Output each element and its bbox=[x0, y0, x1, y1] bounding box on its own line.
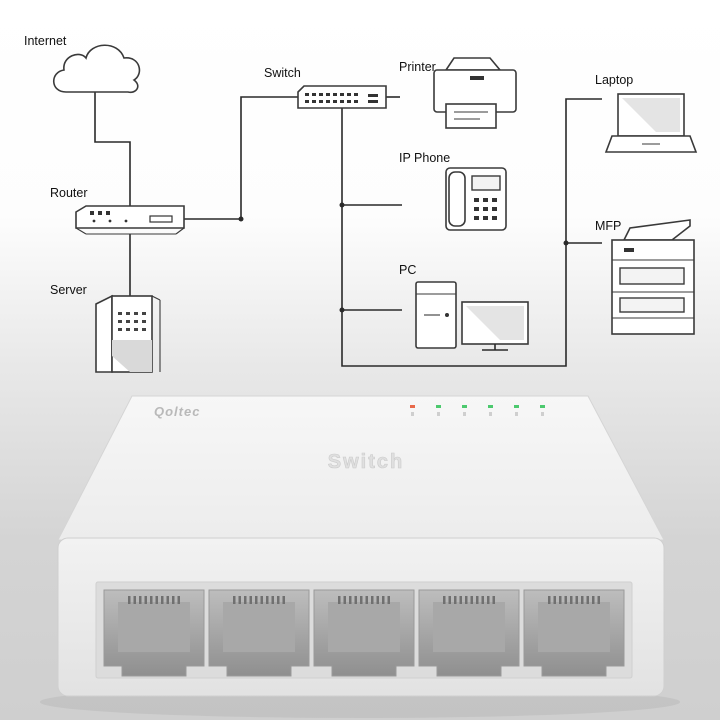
label-router: Router bbox=[50, 186, 88, 200]
junction-dot bbox=[238, 216, 244, 222]
cloud-icon bbox=[52, 44, 141, 94]
line-router-switch bbox=[184, 96, 298, 220]
ip-phone-icon bbox=[445, 167, 507, 231]
status-led bbox=[462, 405, 467, 408]
label-pc: PC bbox=[399, 263, 416, 277]
ethernet-port[interactable] bbox=[523, 589, 625, 677]
label-server: Server bbox=[50, 283, 87, 297]
status-led bbox=[514, 405, 519, 408]
label-ip-phone: IP Phone bbox=[399, 151, 450, 165]
status-led bbox=[488, 405, 493, 408]
label-switch: Switch bbox=[264, 66, 301, 80]
ethernet-port[interactable] bbox=[313, 589, 415, 677]
ethernet-port[interactable] bbox=[103, 589, 205, 677]
switch-icon bbox=[297, 85, 387, 109]
led-marker bbox=[437, 412, 440, 416]
led-marker bbox=[515, 412, 518, 416]
switch-device-label: Switch bbox=[328, 451, 404, 473]
label-printer: Printer bbox=[399, 60, 436, 74]
junction-dot bbox=[563, 240, 569, 246]
led-marker bbox=[489, 412, 492, 416]
line-switch-bus bbox=[341, 98, 602, 367]
status-leds bbox=[410, 405, 545, 416]
led-marker bbox=[541, 412, 544, 416]
status-led bbox=[436, 405, 441, 408]
switch-device-photo: Qoltec Switch bbox=[40, 395, 680, 718]
ethernet-ports bbox=[103, 589, 625, 677]
mfp-icon bbox=[611, 219, 695, 335]
printer-icon bbox=[433, 57, 517, 129]
label-mfp: MFP bbox=[595, 219, 621, 233]
server-icon bbox=[95, 294, 161, 373]
led-marker bbox=[463, 412, 466, 416]
junction-dot bbox=[339, 202, 345, 208]
led-marker bbox=[411, 412, 414, 416]
laptop-icon bbox=[604, 93, 698, 153]
ethernet-port[interactable] bbox=[418, 589, 520, 677]
line-internet-router bbox=[94, 92, 131, 210]
label-internet: Internet bbox=[24, 34, 67, 48]
status-led bbox=[540, 405, 545, 408]
label-laptop: Laptop bbox=[595, 73, 633, 87]
router-icon bbox=[75, 205, 185, 235]
pc-icon bbox=[415, 281, 529, 351]
brand-logo: Qoltec bbox=[154, 404, 200, 419]
junction-dot bbox=[339, 307, 345, 313]
connection-lines bbox=[94, 92, 602, 367]
status-led bbox=[410, 405, 415, 408]
ethernet-port[interactable] bbox=[208, 589, 310, 677]
